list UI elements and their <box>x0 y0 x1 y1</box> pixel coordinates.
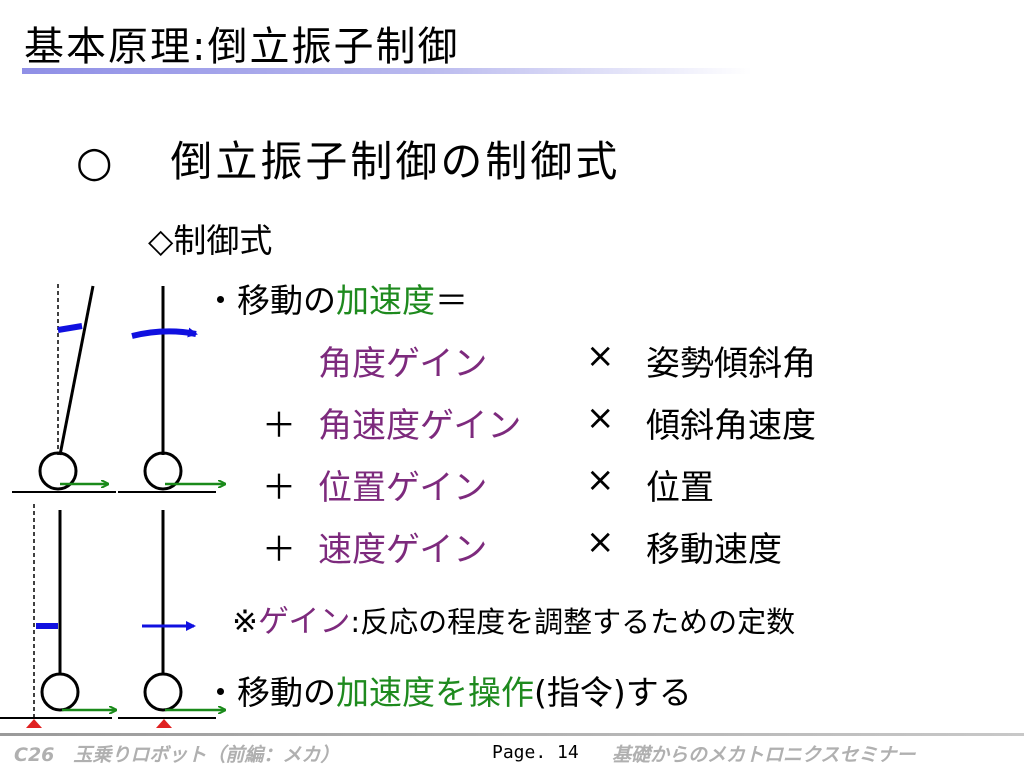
circle-bullet-icon: ○ <box>76 137 116 186</box>
term-gain: 角速度ゲイン <box>318 406 522 446</box>
note-suffix: :反応の程度を調整するための定数 <box>350 605 796 639</box>
bullet-acceleration-command: ・移動の加速度を操作(指令)する <box>204 666 692 714</box>
section-heading: ○ 倒立振子制御の制御式 <box>76 128 620 189</box>
term-times: × <box>586 398 615 438</box>
term-operator: ＋ <box>262 530 296 570</box>
footer-seminar-name: 基礎からのメカトロニクスセミナー <box>612 744 916 766</box>
pendulum-tilted <box>12 284 116 493</box>
bullet1-highlight: 加速度 <box>336 281 435 320</box>
bullet2-prefix: ・移動の <box>204 673 336 712</box>
term-gain: 角度ゲイン <box>318 344 488 384</box>
section-heading-text: 倒立振子制御の制御式 <box>170 137 621 186</box>
footer-course-title: C26 玉乗りロボット（前編：メカ） <box>14 744 340 766</box>
note-prefix: ※ <box>232 604 258 640</box>
term-gain: 速度ゲイン <box>318 530 488 570</box>
footer-page-number: Page. 14 <box>492 742 579 763</box>
bullet-acceleration-formula: ・移動の加速度＝ <box>204 274 468 322</box>
term-variable: 姿勢傾斜角 <box>646 344 816 384</box>
note-highlight: ゲイン <box>257 604 351 640</box>
bullet2-highlight: 加速度を操作 <box>336 673 534 712</box>
subheading: ◇制御式 <box>148 221 273 260</box>
pendulum-angular-velocity <box>118 286 225 493</box>
bullet1-prefix: ・移動の <box>204 281 336 320</box>
pendulum-position <box>0 504 116 728</box>
term-gain: 位置ゲイン <box>318 468 488 508</box>
term-times: × <box>586 336 615 376</box>
pendulum-diagrams <box>0 284 240 728</box>
term-variable: 移動速度 <box>646 530 782 570</box>
term-variable: 位置 <box>646 468 714 508</box>
slide-title: 基本原理:倒立振子制御 <box>24 24 460 70</box>
pendulum-velocity <box>118 510 225 728</box>
term-operator: ＋ <box>262 406 296 446</box>
title-underline <box>22 68 752 74</box>
gain-note: ※ゲイン:反応の程度を調整するための定数 <box>232 596 795 641</box>
bullet1-suffix: ＝ <box>435 281 468 320</box>
term-operator: ＋ <box>262 468 296 508</box>
term-variable: 傾斜角速度 <box>646 406 816 446</box>
footer-divider <box>0 733 1024 736</box>
bullet2-suffix: (指令)する <box>534 673 692 712</box>
term-times: × <box>586 522 615 562</box>
term-times: × <box>586 460 615 500</box>
